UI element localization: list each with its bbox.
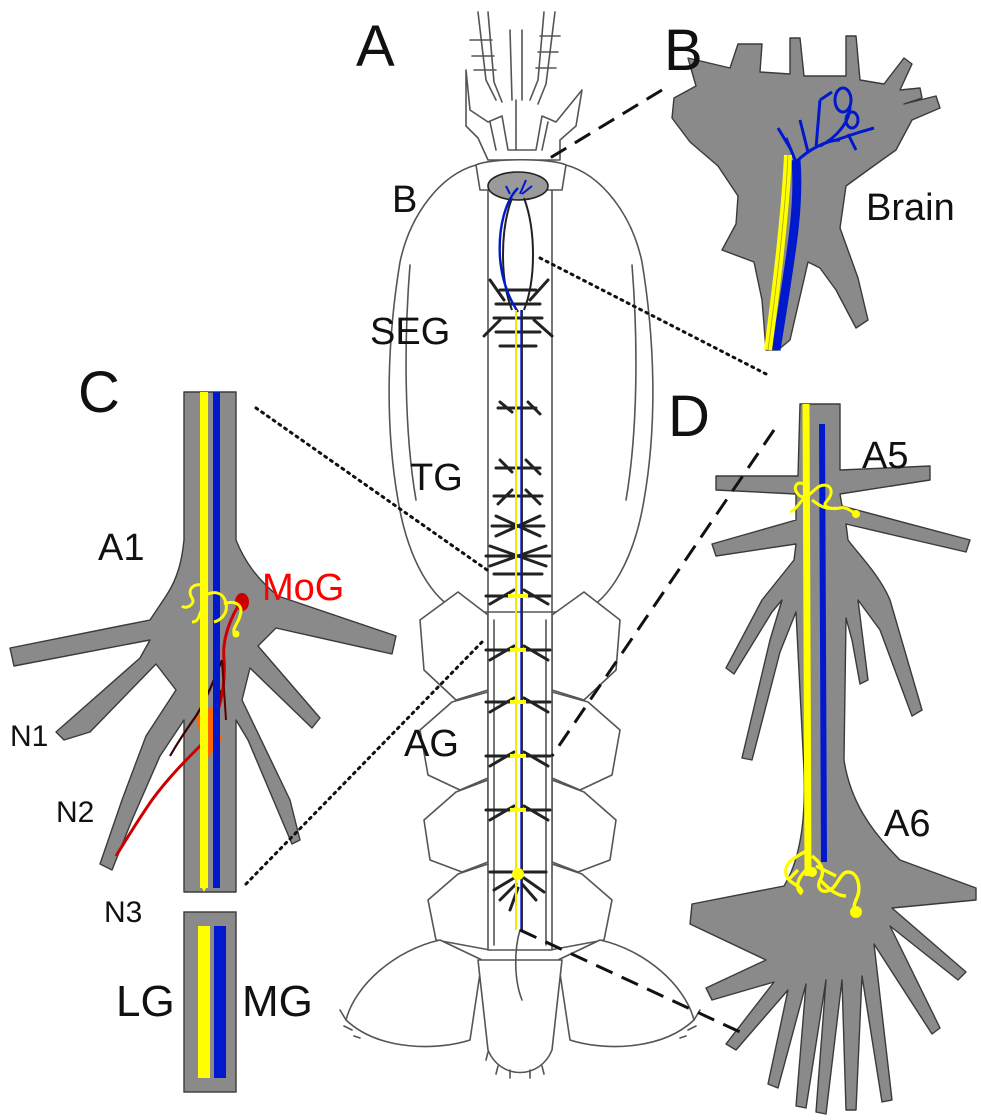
a1-label: A1 (98, 527, 144, 569)
n2-label: N2 (56, 796, 94, 829)
crayfish-body-diagram (340, 12, 700, 1078)
tg-label: TG (410, 457, 463, 499)
a5-a6-ganglia-inset (690, 404, 976, 1114)
panel-b-label: B (664, 18, 703, 83)
lg-label: LG (116, 977, 175, 1026)
n3-label: N3 (104, 896, 142, 929)
mg-label: MG (242, 977, 313, 1026)
brain-label: Brain (866, 187, 955, 229)
lg-mg-key (184, 912, 236, 1092)
abdomen-channel (488, 612, 552, 950)
mog-label: MoG (262, 567, 344, 609)
brain-mark-label: B (392, 179, 417, 221)
abdomen-segments-left (420, 592, 490, 950)
panel-d-label: D (668, 384, 710, 449)
n1-label: N1 (10, 720, 48, 753)
seg-label: SEG (370, 311, 450, 353)
ag-label: AG (404, 723, 459, 765)
tail-fan (340, 930, 700, 1078)
carapace-right (552, 165, 653, 612)
a5-a6-tissue (690, 404, 976, 1114)
a6-label: A6 (884, 803, 930, 845)
panel-a-label: A (356, 14, 395, 79)
antennae (470, 12, 560, 104)
head-front (466, 70, 582, 160)
carapace-left (389, 165, 488, 612)
abdomen-segments-right (550, 592, 620, 950)
panel-c-label: C (78, 360, 120, 425)
a5-label: A5 (862, 435, 908, 477)
